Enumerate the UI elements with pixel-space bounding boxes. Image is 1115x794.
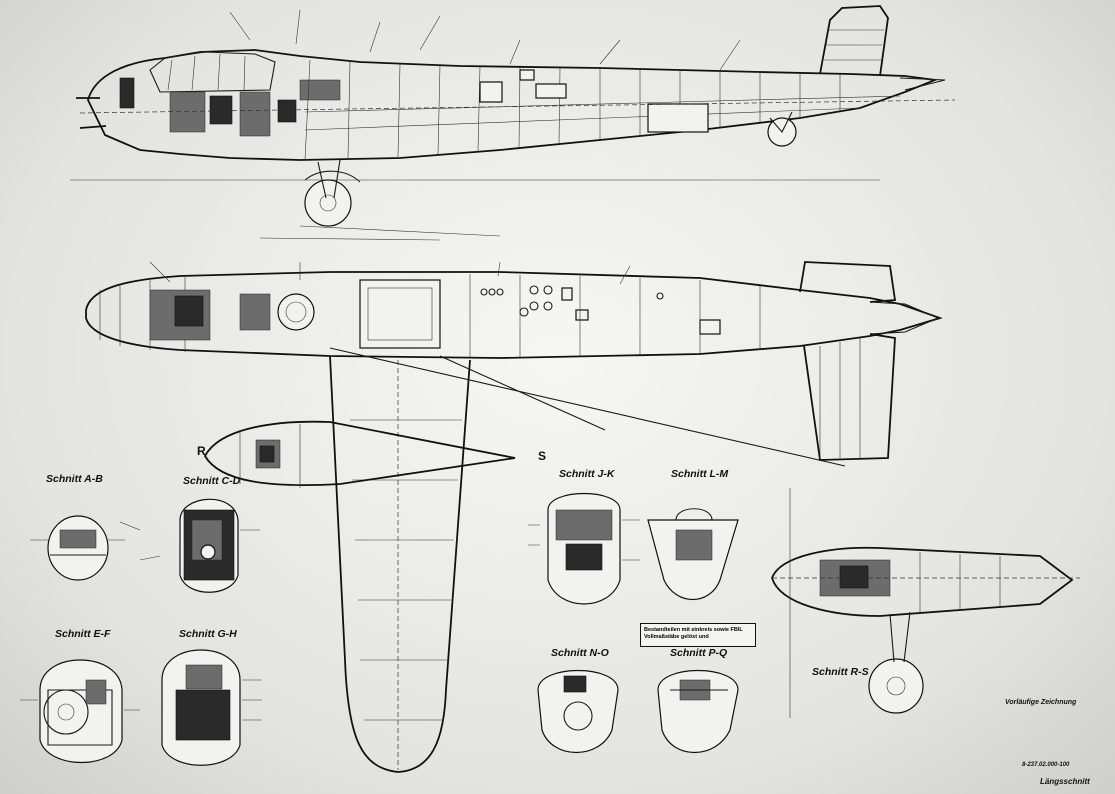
section-rs-drawing [771, 488, 1080, 718]
top-view-fuselage [85, 261, 943, 773]
section-label-cd: Schnitt C-D [183, 475, 241, 487]
section-lm-drawing [647, 508, 739, 601]
section-gh-drawing [161, 649, 262, 766]
section-jk-drawing [528, 493, 640, 605]
section-label-rs: Schnitt R-S [812, 666, 869, 678]
note-box: Bestandteilen mit einkreis sowie FBIL Vo… [640, 623, 756, 647]
section-label-no: Schnitt N-O [551, 647, 609, 659]
drawing-number: 8-237.02.000-100 [1022, 762, 1070, 768]
section-label-ef: Schnitt E-F [55, 628, 111, 640]
section-ef-drawing [20, 659, 140, 764]
cut-marker-r: R [197, 444, 206, 458]
section-ab-drawing [30, 515, 125, 581]
section-label-gh: Schnitt G-H [179, 628, 237, 640]
drawing-title: Längsschnitt [1040, 777, 1090, 786]
section-label-ab: Schnitt A-B [46, 473, 103, 485]
section-cd-drawing [179, 498, 239, 593]
side-view-fuselage [70, 5, 956, 241]
cut-marker-s: S [538, 449, 547, 463]
preliminary-drawing-label: Vorläufige Zeichnung [1005, 699, 1077, 706]
section-label-lm: Schnitt L-M [671, 468, 729, 480]
section-label-pq: Schnitt P-Q [670, 647, 728, 659]
leader-lines [119, 9, 741, 561]
section-pq-drawing [657, 669, 739, 753]
section-label-jk: Schnitt J-K [559, 468, 615, 480]
section-no-drawing [537, 669, 619, 753]
